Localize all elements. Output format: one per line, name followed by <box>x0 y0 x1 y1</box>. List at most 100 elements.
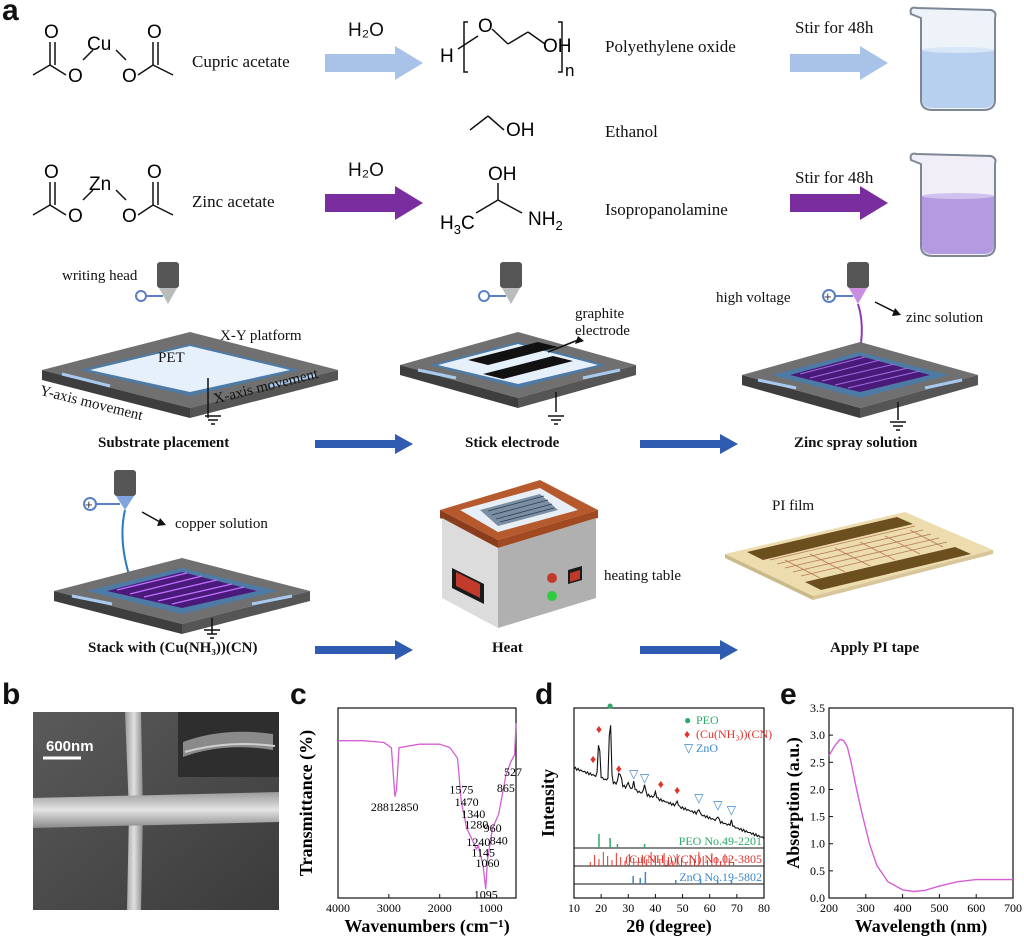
peo-ref-label: PEO No.49-2201 <box>679 834 762 848</box>
ground-icon-3 <box>890 421 906 431</box>
panel-a-letter: a <box>2 0 19 27</box>
ftir-annotation-527: 527 <box>504 765 522 779</box>
legend-symbol-2: ▽ <box>684 741 694 755</box>
xrd-marker-8: ▽ <box>694 791 704 805</box>
x-tick-label-200: 200 <box>820 901 838 915</box>
ftir-annotation-865: 865 <box>497 781 515 795</box>
step-arrow-3 <box>315 640 413 660</box>
pi-film-label: PI film <box>772 498 815 514</box>
legend-label-0: PEO <box>696 713 719 727</box>
zinc-solution-label: zinc solution <box>906 310 984 326</box>
x-tick-label-3000: 3000 <box>377 901 401 915</box>
heating-table-label: heating table <box>604 568 682 584</box>
ground-icon-4 <box>204 629 220 639</box>
xrd-marker-5: ▽ <box>640 771 650 785</box>
svg-text:OH: OH <box>543 36 572 57</box>
svg-text:Cu: Cu <box>87 34 111 55</box>
y-tick-label-2.0: 2.0 <box>810 782 825 796</box>
pet-label: PET <box>158 350 185 366</box>
copper-solution-label: copper solution <box>175 516 268 532</box>
x-tick-label-80: 80 <box>758 901 770 915</box>
svg-text:O: O <box>68 206 83 227</box>
x-tick-label-500: 500 <box>930 901 948 915</box>
y-tick-label-1.5: 1.5 <box>810 810 825 824</box>
xrd-marker-4: ▽ <box>629 767 639 781</box>
ftir-annotation-2881: 2881 <box>371 800 395 814</box>
peo-structure: H O OH n <box>440 16 574 80</box>
xrd-pattern <box>573 725 765 840</box>
heating-table-icon <box>440 480 598 628</box>
spray-head-copper: + <box>83 470 166 579</box>
step-heat: Heat <box>492 640 523 656</box>
svg-text:O: O <box>122 206 137 227</box>
legend-symbol-0: ● <box>684 713 691 727</box>
beaker-blue-icon <box>909 6 997 111</box>
svg-text:O: O <box>122 66 137 87</box>
arrow-blue-2 <box>790 46 888 80</box>
x-tick-label-30: 30 <box>622 901 634 915</box>
x-tick-label-60: 60 <box>704 901 716 915</box>
x-tick-label-400: 400 <box>894 901 912 915</box>
svg-text:H: H <box>440 46 454 67</box>
y-tick-label-3.0: 3.0 <box>810 728 825 742</box>
x-tick-label-40: 40 <box>649 901 661 915</box>
beaker-purple-icon <box>909 152 997 257</box>
zinc-acetate-label: Zinc acetate <box>192 192 275 211</box>
uv-line <box>828 738 1013 893</box>
stir-label-1: Stir for 48h <box>795 18 874 37</box>
svg-text:n: n <box>565 61 574 80</box>
legend-label-2: ZnO <box>696 741 718 755</box>
ftir-annotation-1240: 1240 <box>466 835 490 849</box>
step-apply-pi: Apply PI tape <box>830 640 920 656</box>
xrd-marker-10: ▽ <box>727 803 737 817</box>
writing-head-label: writing head <box>62 268 138 284</box>
platform-electrode <box>400 332 636 412</box>
x-tick-label-50: 50 <box>677 901 689 915</box>
ftir-xlabel: Wavenumbers (cm⁻¹) <box>344 916 509 937</box>
y-tick-label-1.0: 1.0 <box>810 837 825 851</box>
plot-frame <box>828 707 1014 899</box>
ftir-annotation-1340: 1340 <box>461 807 485 821</box>
graphite-electrode-label-2: electrode <box>575 323 630 339</box>
cupric-acetate-label: Cupric acetate <box>192 52 290 71</box>
graphite-electrode-label-1: graphite <box>575 306 625 322</box>
svg-text:O: O <box>147 162 162 183</box>
xrd-marker-2: ♦ <box>590 752 596 766</box>
svg-text:+: + <box>85 497 93 512</box>
xrd-xlabel: 2θ (degree) <box>626 916 712 937</box>
step-substrate-placement: Substrate placement <box>98 435 230 451</box>
ftir-annotation-1280: 1280 <box>464 818 488 832</box>
ftir-annotation-1145: 1145 <box>471 846 495 860</box>
svg-text:O: O <box>147 22 162 43</box>
ftir-annotation-1470: 1470 <box>455 795 479 809</box>
panel-c-letter: c <box>290 678 307 711</box>
legend-label-1: (Cu(NH₃))(CN) <box>696 727 772 741</box>
svg-text:O: O <box>68 66 83 87</box>
xrd-marker-0: ♦ <box>596 722 602 736</box>
y-tick-label-0.5: 0.5 <box>810 864 825 878</box>
x-tick-label-4000: 4000 <box>326 901 350 915</box>
ftir-annotation-2850: 2850 <box>394 800 418 814</box>
svg-text:O: O <box>44 22 59 43</box>
panel-d-letter: d <box>535 678 554 711</box>
xrd-chart: PEO No.49-2201 (Cu(NH₃))(CN) No.02-3805 Zn… <box>538 698 772 937</box>
panel-b-letter: b <box>2 678 21 711</box>
y-tick-label-3.5: 3.5 <box>810 701 825 715</box>
platform-copper <box>54 558 310 634</box>
svg-text:Zn: Zn <box>89 174 111 195</box>
xrd-marker-1: ● <box>606 698 613 712</box>
sem-image <box>33 712 279 910</box>
arrow-blue-1 <box>325 46 423 80</box>
x-tick-label-300: 300 <box>857 901 875 915</box>
h2o-label-1: H₂O <box>348 20 384 41</box>
legend-symbol-1: ♦ <box>684 727 690 741</box>
plot-frame <box>337 707 517 899</box>
cu-ref-label: (Cu(NH₃))(CN) No.02-3805 <box>625 852 762 866</box>
svg-text:OH: OH <box>488 164 517 185</box>
isopropanolamine-label: Isopropanolamine <box>605 200 728 219</box>
step-arrow-4 <box>640 640 738 660</box>
x-tick-label-20: 20 <box>595 901 607 915</box>
x-tick-label-600: 600 <box>967 901 985 915</box>
ftir-annotation-840: 840 <box>490 833 508 847</box>
